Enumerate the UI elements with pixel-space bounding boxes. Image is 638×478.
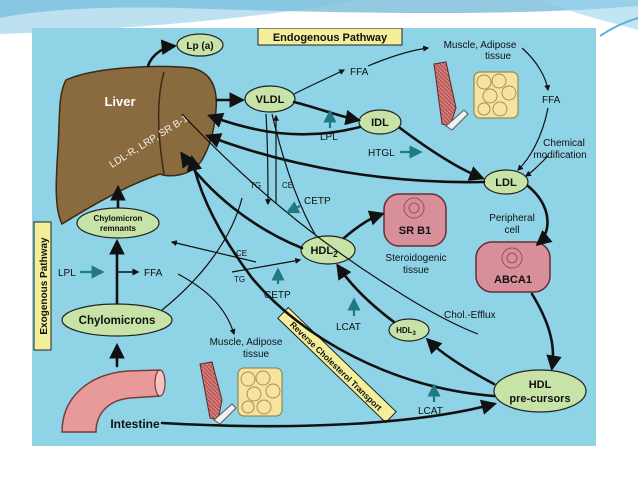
slide-top-decoration <box>0 0 638 37</box>
lpa-label: Lp (a) <box>186 41 213 52</box>
hdl2-node <box>300 235 356 265</box>
ldl-label: LDL <box>495 177 517 189</box>
arrow-ldl-peripheral <box>526 184 553 247</box>
adipose-top-image <box>473 71 519 119</box>
arrow-hdl-sr-b1 <box>342 210 385 240</box>
hdl3-text: HDL <box>396 326 413 335</box>
muscle-top-image <box>433 61 469 131</box>
hdl-precursors-node <box>493 369 587 413</box>
arrow-vldl-ffa <box>293 69 346 95</box>
tg-2-label: TG <box>234 275 245 284</box>
arrow-precursors-hdl3 <box>425 337 496 386</box>
liver-label: Liver <box>104 94 135 109</box>
reverse-title-box <box>277 306 397 424</box>
peripheral-cell-label-2: cell <box>504 225 519 236</box>
small-labels: FFA FFA LPL HTGL Chemical modification T… <box>58 67 587 417</box>
lpl-top-label: LPL <box>320 132 338 143</box>
muscle-bottom-image <box>199 361 237 425</box>
idl-label: IDL <box>371 117 389 129</box>
endogenous-title-box <box>257 28 403 46</box>
chylomicrons-label: Chylomicrons <box>79 315 156 327</box>
intestine-label: Intestine <box>110 417 160 431</box>
arrow-ce-left <box>170 240 257 263</box>
teal-arrows <box>80 109 441 402</box>
intestine-opening <box>154 369 166 397</box>
lcat-1-label: LCAT <box>336 322 361 333</box>
ce-1-label: CE <box>282 181 293 190</box>
sr-b1-tissue: SR B1 <box>383 193 447 247</box>
chol-efflux-label: Chol.-Efflux <box>444 310 496 321</box>
arrow-hdl-vldl-link <box>271 113 317 237</box>
ffa-right-label: FFA <box>542 95 561 106</box>
arrow-ffa-muscle-bottom <box>177 273 236 336</box>
tg-1-label: TG <box>250 181 261 190</box>
arrow-remnant-curve <box>181 113 479 335</box>
cetp1-arrow <box>285 201 301 214</box>
arrow-chylo-liver-curve <box>161 197 243 311</box>
ffa-exo-label: FFA <box>144 268 163 279</box>
chemical-label-2: modification <box>533 150 586 161</box>
muscle-adipose-bottom-label-2: tissue <box>243 349 270 360</box>
steroidogenic-label-2: tissue <box>403 265 430 276</box>
hdl-precursors-label-1: HDL <box>529 379 552 391</box>
hdl2-subscript: 2 <box>333 250 338 259</box>
arrow-chemical-mod <box>525 155 549 177</box>
lcat-2-label: LCAT <box>418 406 443 417</box>
chylomicron-remnants-label-2: remnants <box>100 224 137 233</box>
peripheral-cell-label-1: Peripheral <box>489 213 535 224</box>
arrow-hdl3-hdl2 <box>336 263 396 324</box>
liver-lobe-line <box>157 71 165 175</box>
steroidogenic-label-1: Steroidogenic <box>385 253 446 264</box>
endogenous-title: Endogenous Pathway <box>273 32 388 44</box>
chemical-label-1: Chemical <box>543 138 585 149</box>
ffa-top-label: FFA <box>350 67 369 78</box>
exogenous-title: Exogenous Pathway <box>39 237 50 335</box>
arrow-ldl-liver <box>205 133 486 184</box>
lipoprotein-diagram: Endogenous Pathway Exogenous Pathway Rev… <box>32 28 596 446</box>
chylomicron-remnants-node <box>76 207 160 239</box>
arrow-idl-liver <box>207 112 362 136</box>
abca1-cell: ABCA1 <box>475 241 551 293</box>
vldl-label: VLDL <box>256 94 285 106</box>
arrow-ffa-muscle-top <box>367 45 430 67</box>
chylomicron-remnants-label-1: Chylomicron <box>94 214 143 223</box>
hdl3-label: HDL3 <box>396 326 416 337</box>
arrow-precursors-liver <box>186 154 496 398</box>
arrow-liver-lpa <box>146 39 178 68</box>
exogenous-title-group: Exogenous Pathway <box>33 221 52 351</box>
cetp-2-label: CETP <box>264 290 291 301</box>
muscle-adipose-top-label-1: Muscle, Adipose <box>444 40 517 51</box>
arrow-idl-ldl <box>398 126 485 181</box>
ce-2-label: CE <box>236 249 247 258</box>
thin-arrows <box>161 45 551 336</box>
arrow-cell-precursors <box>530 292 562 372</box>
intestine-shape <box>61 369 161 433</box>
arrow-adipose-ffa <box>521 47 551 92</box>
abca1-label: ABCA1 <box>494 274 532 286</box>
arrow-ffa-ldl <box>517 107 549 171</box>
hdl2-label: HDL2 <box>310 245 338 259</box>
hdl3-node <box>388 318 430 342</box>
hdl3-subscript: 3 <box>413 331 417 337</box>
hdl2-text: HDL <box>310 245 333 257</box>
adipose-bottom-image <box>237 367 283 417</box>
arrow-tg-right <box>231 257 302 273</box>
sr-b1-label: SR B1 <box>399 225 431 237</box>
hdl-precursors-label-2: pre-cursors <box>509 393 570 405</box>
muscle-adipose-bottom-label-1: Muscle, Adipose <box>210 337 283 348</box>
liver-shape <box>55 65 218 226</box>
lpl-exo-label: LPL <box>58 268 76 279</box>
cetp-1-label: CETP <box>304 196 331 207</box>
arrow-intestine-precursors <box>160 399 498 428</box>
htgl-label: HTGL <box>368 148 395 159</box>
pathway-arrows <box>109 39 562 428</box>
muscle-adipose-top-label-2: tissue <box>485 51 512 62</box>
exogenous-title-box <box>33 221 52 351</box>
